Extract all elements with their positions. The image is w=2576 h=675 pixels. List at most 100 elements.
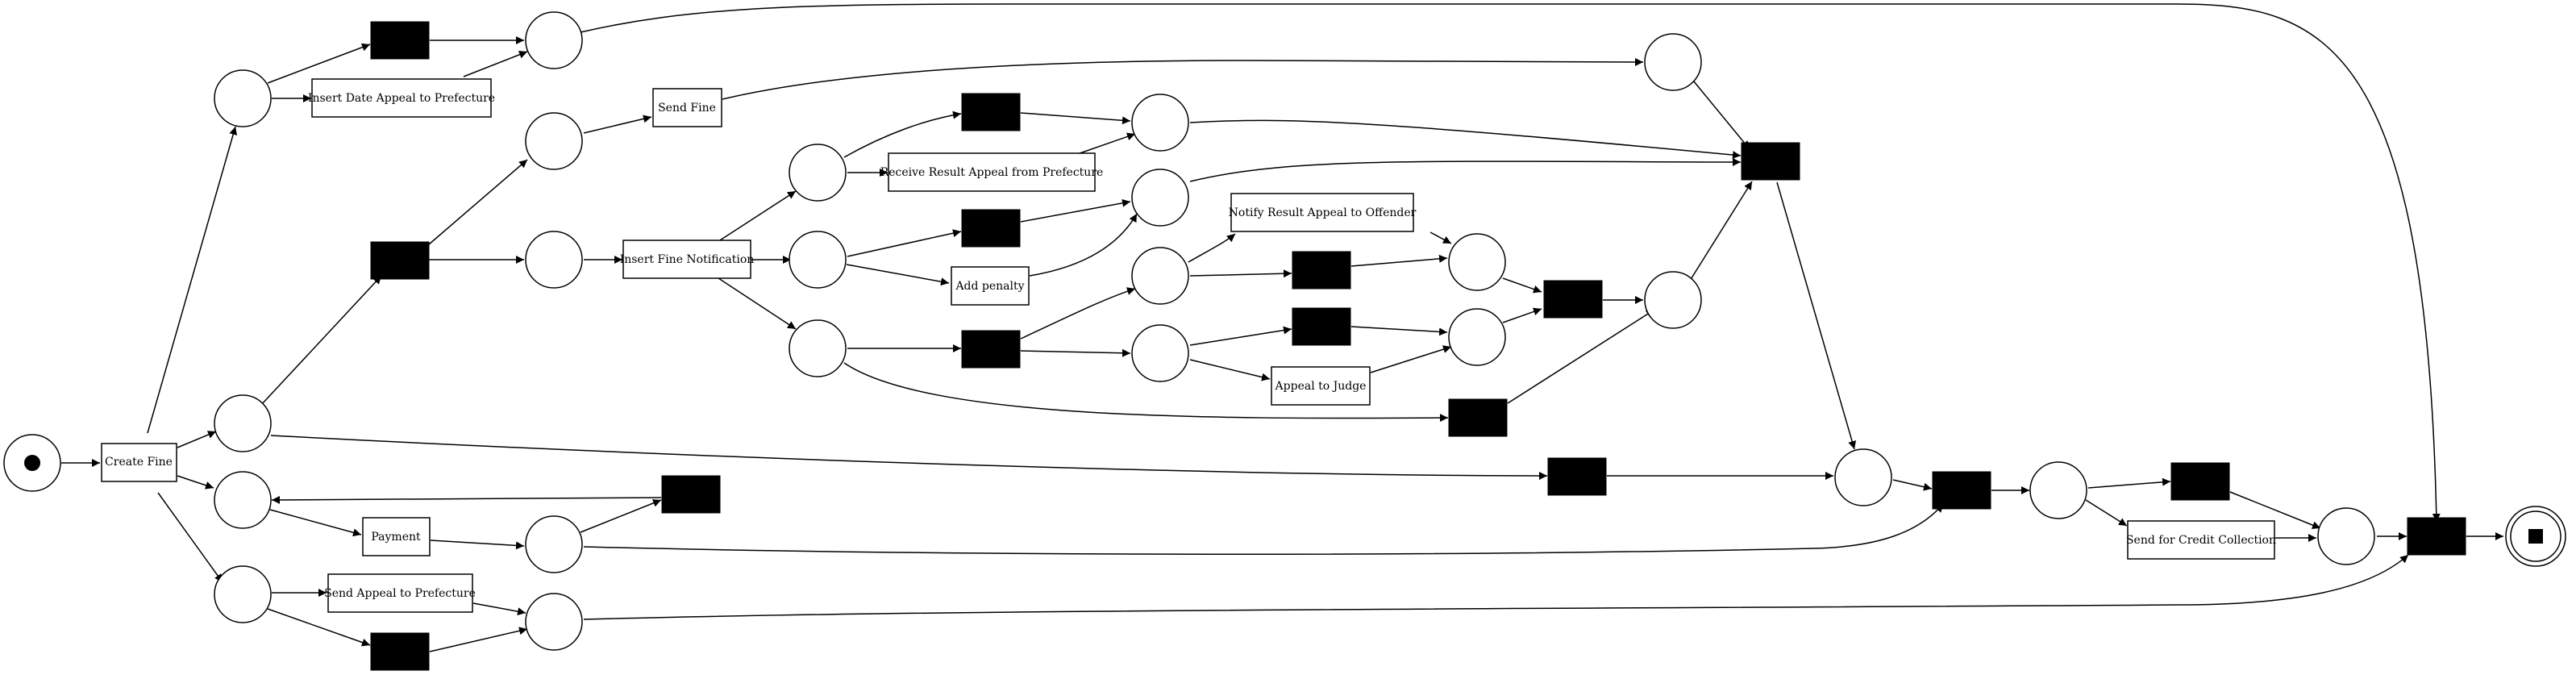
silent-transition [2170,462,2230,501]
edge-send-appeal-p23 [472,602,526,616]
task-label: Insert Fine Notification [620,253,755,266]
place [214,471,272,529]
edge-p1-s1 [267,43,371,84]
edge-p13-s8 [1189,157,1742,182]
edge-create-fine-p4 [157,492,223,583]
place [525,515,583,573]
edge-p10-add-penalty [846,264,950,286]
edge-p22-s14 [580,499,662,533]
edge-s3-p12 [1020,112,1131,125]
place [214,69,272,127]
edge-p10-s4 [847,229,962,257]
edge-s5-p14 [1020,287,1136,340]
place [1644,33,1702,91]
edge-p6-send-fine [583,115,652,134]
silent-transitions [370,21,2466,671]
place [1448,233,1506,291]
silent-transition [1543,280,1603,319]
task-notify-result-appeal-to-offender: Notify Result Appeal to Offender [1229,193,1417,232]
edge-s13-p21 [2229,491,2321,529]
edge-p23-final [583,554,2409,620]
place [789,231,847,289]
silent-transition [370,241,430,280]
edge-p5-final [580,3,2441,523]
edge-p11-s12 [843,362,1449,423]
place [1131,324,1189,382]
edge-p17-s7 [1502,307,1542,323]
start-token [24,455,40,471]
task-payment: Payment [362,517,431,556]
edge-s15-p23 [429,627,528,652]
end-marker [2528,529,2543,544]
task-insert-date-appeal-to-prefecture: Insert Date Appeal to Prefecture [308,78,495,118]
edges [61,3,2503,652]
edge-create-fine-p3 [177,475,214,490]
edge-p14-s6 [1189,269,1292,278]
silent-transition [370,632,430,671]
edge-s4-p13 [1020,198,1131,223]
place [2029,461,2087,519]
place [1644,271,1702,329]
silent-transition [2407,517,2466,556]
edge-insert-date-p5 [463,50,528,77]
edge-create-fine-p1 [147,126,238,434]
edge-appeal-judge-p17 [1370,345,1452,373]
silent-transition [961,93,1021,131]
place [214,394,272,452]
place [525,231,583,289]
labeled-transitions: Create Fine Insert Date Appeal to Prefec… [101,78,2276,613]
task-add-penalty: Add penalty [951,266,1030,306]
silent-transition [1741,142,1800,181]
edge-p2-s2 [260,275,382,406]
edge-p9-s3 [843,110,962,158]
silent-transition [1292,251,1351,290]
silent-transition [661,475,721,514]
place [525,112,583,170]
edge-p15-appeal-judge [1189,359,1271,381]
edge-p4-s15 [267,608,371,647]
places [3,11,2566,651]
edge-p8-s8 [1689,76,1750,150]
edge-send-fine-p8 [722,57,1644,100]
edge-p16-s7 [1502,277,1542,294]
task-create-fine: Create Fine [101,443,177,482]
task-label: Add penalty [955,280,1024,293]
place [525,11,583,69]
place [525,593,583,651]
silent-transition [1547,457,1607,496]
edge-create-fine-p2 [177,431,217,448]
edge-s14-p3 [271,495,662,504]
task-send-for-credit-collection: Send for Credit Collection [2126,520,2276,560]
place [789,144,847,202]
edge-s5-p15 [1020,348,1131,357]
edge-p19-s11 [1892,479,1933,491]
task-send-fine: Send Fine [652,88,722,127]
silent-transition [370,21,430,60]
place [1131,247,1189,305]
edge-ifn-p9 [710,190,797,247]
edge-payment-p22 [430,540,525,550]
task-label: Send Fine [658,102,716,115]
edge-notify-p16 [1429,231,1452,244]
edge-p20-credit [2085,499,2128,527]
edge-p15-s10 [1189,326,1292,346]
task-label: Send Appeal to Prefecture [324,587,476,600]
silent-transition [1292,307,1351,346]
task-label: Notify Result Appeal to Offender [1229,206,1417,219]
silent-transition [1448,398,1508,437]
place [1448,308,1506,366]
edge-ifn-p11 [710,273,797,330]
edge-p3-payment [269,509,362,537]
task-label: Insert Date Appeal to Prefecture [308,92,495,105]
edge-p22-s11 [583,503,1944,556]
task-appeal-to-judge: Appeal to Judge [1271,366,1371,406]
edge-s8-p19 [1776,181,1857,450]
place [1131,169,1189,227]
place [1131,94,1189,152]
silent-transition [961,209,1021,248]
task-label: Send for Credit Collection [2126,534,2276,547]
edge-s12-p18 [1507,309,1655,404]
edge-s10-p17 [1350,326,1448,336]
edge-p12-s8 [1189,119,1742,160]
